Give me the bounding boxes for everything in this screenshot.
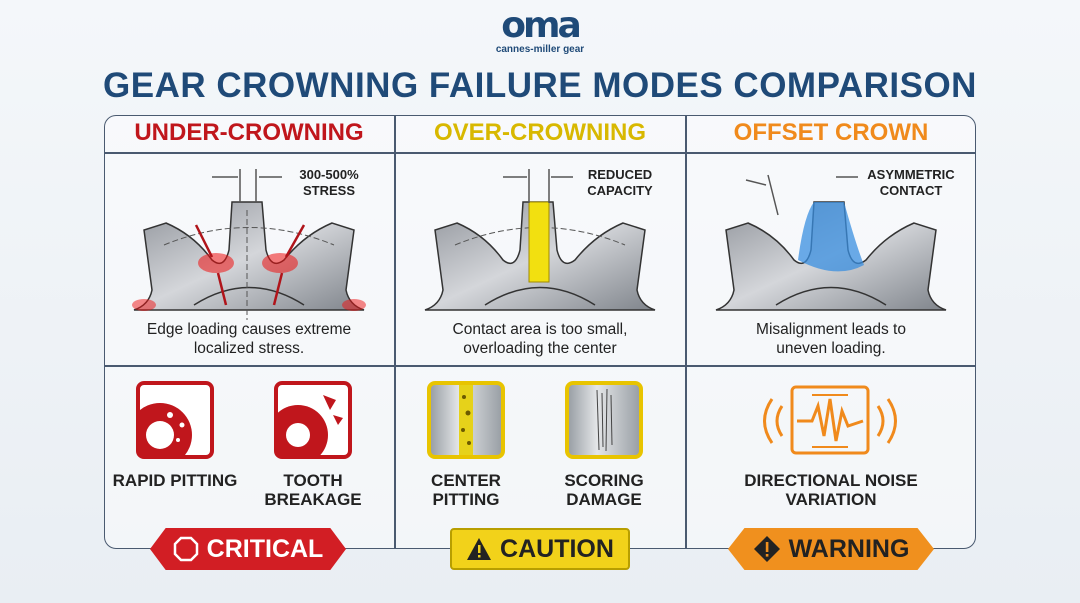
gear-tooth-diagram	[132, 169, 366, 320]
asymmetric-callout: ASYMMETRIC CONTACT	[856, 167, 966, 199]
asymmetric-callout-text: ASYMMETRIC CONTACT	[867, 167, 955, 198]
column-divider	[394, 115, 396, 549]
capacity-callout: REDUCED CAPACITY	[575, 167, 665, 199]
directional-noise-icon	[742, 381, 918, 459]
column-description: Edge loading causes extreme localized st…	[104, 320, 394, 358]
badge-label: CAUTION	[500, 534, 614, 563]
column-description: Contact area is too small, overloading t…	[395, 320, 685, 358]
icon-label: DIRECTIONAL NOISE VARIATION	[744, 471, 918, 509]
capacity-callout-text: REDUCED CAPACITY	[587, 167, 653, 198]
stress-callout: 300-500% STRESS	[284, 167, 374, 199]
column-heading: OFFSET CROWN	[733, 119, 929, 146]
icon-label: SCORING DAMAGE	[564, 471, 644, 509]
octagon-icon	[173, 536, 198, 562]
column-over-crowning: OVER-CROWNING REDUCED CAPACITY Contact a…	[395, 115, 685, 549]
description-text: Edge loading causes extreme localized st…	[146, 321, 352, 357]
column-under-crowning: UNDER-CROWNING 300-500% STRESS Edge load…	[104, 115, 394, 549]
column-heading: OVER-CROWNING	[434, 119, 646, 146]
warning-badge: WARNING	[728, 528, 934, 570]
stress-callout-text: 300-500% STRESS	[299, 167, 359, 198]
tooth-breakage-icon	[268, 381, 352, 465]
column-heading: UNDER-CROWNING	[134, 119, 364, 146]
icon-label: TOOTH BREAKAGE	[264, 471, 362, 509]
gear-tooth-diagram	[715, 174, 947, 311]
critical-badge: CRITICAL	[150, 528, 346, 570]
logo: oma cannes-miller gear	[470, 5, 610, 56]
page-title: GEAR CROWNING FAILURE MODES COMPARISON	[103, 66, 977, 105]
comparison-panel	[104, 115, 976, 549]
logo-tagline: cannes-miller gear	[495, 44, 585, 55]
badge-label: CRITICAL	[206, 534, 324, 563]
scoring-damage-icon	[565, 381, 643, 459]
caution-badge: CAUTION	[450, 528, 630, 570]
row-divider	[104, 365, 976, 367]
warning-triangle-icon	[467, 538, 492, 560]
center-pitting-icon	[427, 381, 505, 459]
header-divider	[104, 152, 976, 154]
rapid-pitting-icon	[128, 381, 214, 467]
exclamation-diamond-icon	[753, 536, 780, 562]
badge-label: WARNING	[788, 534, 910, 563]
icon-label: CENTER PITTING	[431, 471, 501, 509]
column-divider	[685, 115, 687, 549]
column-description: Misalignment leads to uneven loading.	[686, 320, 976, 358]
logo-mark: oma	[501, 5, 582, 46]
column-offset-crown: OFFSET CROWN ASYMMETRIC CONTACT Misalign…	[686, 115, 976, 549]
description-text: Contact area is too small, overloading t…	[452, 321, 628, 357]
icon-label: RAPID PITTING	[112, 471, 238, 490]
description-text: Misalignment leads to uneven loading.	[756, 321, 906, 357]
gear-tooth-diagram	[424, 169, 656, 311]
